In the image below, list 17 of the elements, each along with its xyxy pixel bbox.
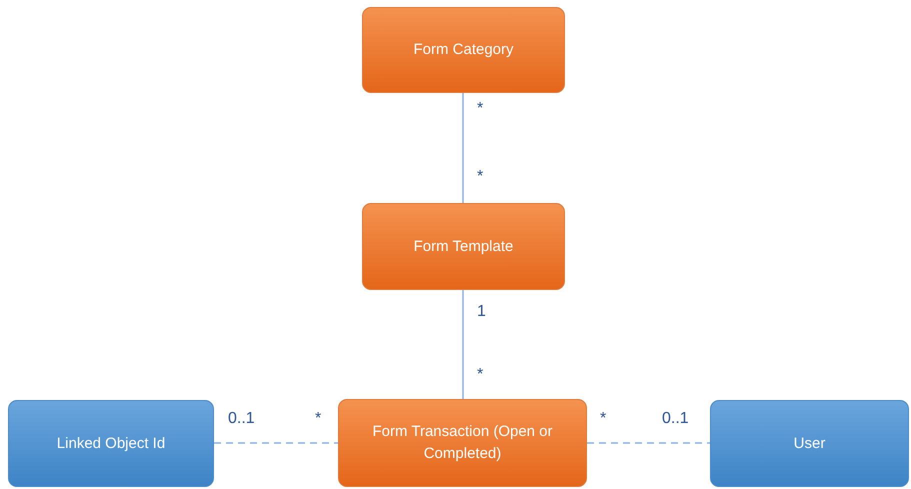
multiplicity-label: * [477,100,484,118]
entity-box: Linked Object Id [8,400,214,487]
connector [462,93,464,203]
multiplicity-label: * [315,410,322,428]
multiplicity-label: * [477,168,484,186]
multiplicity-label: 0..1 [228,410,255,428]
multiplicity-label: 1 [477,303,486,321]
connector [462,290,464,399]
entity-box: Form Transaction (Open or Completed) [338,399,587,487]
entity-box: Form Category [362,7,565,93]
multiplicity-label: 0..1 [662,410,689,428]
entity-box: Form Template [362,203,565,290]
dashed-connector [587,442,710,444]
multiplicity-label: * [600,410,606,428]
dashed-connector [214,442,338,444]
multiplicity-label: * [477,366,484,384]
entity-box: User [710,400,909,487]
